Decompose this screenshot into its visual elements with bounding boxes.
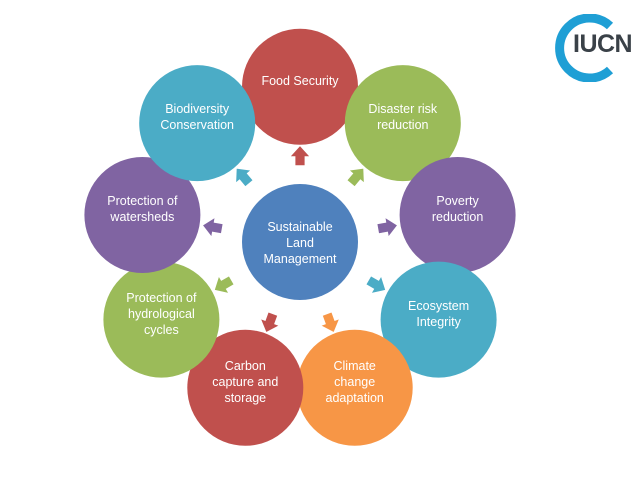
arrow-to-disaster-risk-reduction [346,167,365,188]
node-circle-disaster-risk-reduction [344,65,461,182]
node-circle-ecosystem-integrity [380,261,497,378]
node-circle-poverty-reduction [399,157,516,273]
iucn-logo [555,14,614,82]
logo-ring-icon [555,14,614,82]
node-circle-protection-watersheds [84,157,201,273]
node-circle-protection-hydrological-cycles [103,261,220,378]
arrow-to-biodiversity-conservation [235,167,254,188]
node-circle-food-security [242,28,358,145]
arrow-to-poverty-reduction [376,216,399,239]
node-circle-carbon-capture-storage [187,329,304,446]
arrow-to-carbon-capture-storage [259,311,281,334]
outer-circles-group [84,28,516,446]
arrow-to-ecosystem-integrity [365,275,387,294]
node-circle-biodiversity-conservation [139,65,256,182]
arrow-to-protection-watersheds [201,216,224,239]
arrows-group [201,145,399,334]
arrow-to-protection-hydrological-cycles [213,275,235,294]
logo-text: IUCN [573,30,633,58]
center-circle [242,184,358,300]
node-circle-climate-change-adaptation [296,329,413,446]
arrow-to-food-security [289,145,311,167]
arrow-to-climate-change-adaptation [319,311,341,334]
